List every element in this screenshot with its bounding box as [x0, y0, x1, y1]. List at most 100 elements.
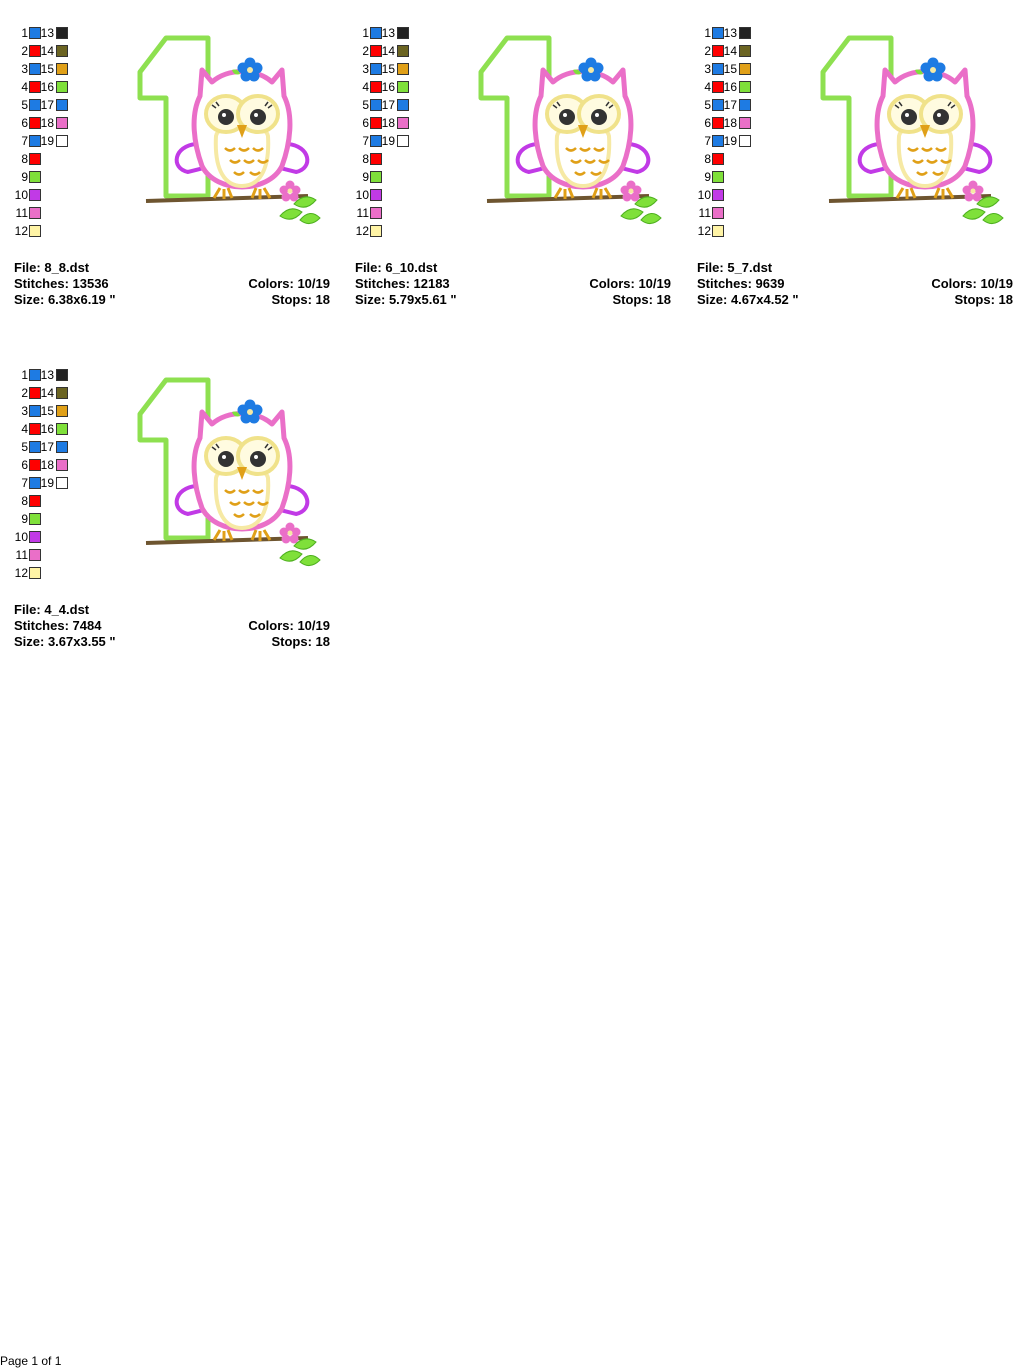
file-name: File: 5_7.dst: [697, 260, 773, 275]
color-number: 17: [40, 440, 54, 454]
file-name: File: 8_8.dst: [14, 260, 90, 275]
palette-row: 1 13: [355, 26, 435, 44]
palette-row: 10: [697, 188, 777, 206]
color-swatch: [56, 45, 68, 57]
palette-row: 2 14: [14, 44, 94, 62]
color-number: 14: [40, 386, 54, 400]
color-swatch: [370, 45, 382, 57]
color-swatch: [29, 171, 41, 183]
color-number: 3: [704, 62, 711, 76]
color-swatch: [29, 513, 41, 525]
color-swatch: [29, 27, 41, 39]
color-number: 13: [40, 26, 54, 40]
owl-number-one-design: [118, 26, 328, 238]
design-size: Size: 4.67x4.52 ": [697, 292, 799, 307]
palette-row: 9: [14, 512, 94, 530]
color-swatch: [712, 171, 724, 183]
color-number: 6: [21, 458, 28, 472]
color-swatch: [397, 27, 409, 39]
color-number: 2: [704, 44, 711, 58]
color-swatch: [712, 207, 724, 219]
palette-row: 9: [697, 170, 777, 188]
color-number: 17: [723, 98, 737, 112]
color-swatch: [29, 81, 41, 93]
color-swatch: [29, 207, 41, 219]
color-swatch: [712, 81, 724, 93]
design-size: Size: 3.67x3.55 ": [14, 634, 116, 649]
color-number: 12: [355, 224, 369, 238]
color-swatch: [29, 387, 41, 399]
color-number: 10: [697, 188, 711, 202]
color-number: 7: [21, 134, 28, 148]
color-number: 16: [40, 80, 54, 94]
color-swatch: [370, 225, 382, 237]
color-number: 11: [356, 206, 369, 220]
color-number: 16: [723, 80, 737, 94]
design-size: Size: 5.79x5.61 ": [355, 292, 457, 307]
color-swatch: [29, 405, 41, 417]
palette-row: 4 16: [14, 80, 94, 98]
color-swatch: [29, 153, 41, 165]
color-swatch: [29, 135, 41, 147]
color-number: 6: [704, 116, 711, 130]
color-swatch: [56, 99, 68, 111]
palette-row: 12: [14, 224, 94, 242]
color-swatch: [712, 135, 724, 147]
color-swatch: [712, 189, 724, 201]
color-swatch: [29, 117, 41, 129]
color-swatch: [56, 63, 68, 75]
palette-row: 11: [14, 206, 94, 224]
color-number: 2: [21, 44, 28, 58]
owl-number-one-design: [801, 26, 1011, 238]
color-number: 3: [21, 62, 28, 76]
color-number: 12: [14, 224, 28, 238]
color-swatch: [739, 117, 751, 129]
color-number: 13: [40, 368, 54, 382]
palette-row: 12: [697, 224, 777, 242]
palette-row: 10: [14, 530, 94, 548]
color-swatch: [739, 27, 751, 39]
color-number: 3: [362, 62, 369, 76]
file-name: File: 4_4.dst: [14, 602, 90, 617]
color-swatch: [712, 153, 724, 165]
color-number: 14: [381, 44, 395, 58]
color-swatch: [56, 387, 68, 399]
color-number: 17: [40, 98, 54, 112]
color-swatch: [29, 567, 41, 579]
palette-row: 9: [355, 170, 435, 188]
color-number: 8: [21, 152, 28, 166]
color-swatch: [29, 45, 41, 57]
color-swatch: [56, 369, 68, 381]
color-swatch: [397, 117, 409, 129]
palette-row: 8: [697, 152, 777, 170]
color-number: 5: [362, 98, 369, 112]
color-number: 4: [21, 80, 28, 94]
color-swatch: [56, 135, 68, 147]
color-number: 13: [381, 26, 395, 40]
stop-count: Stops: 18: [271, 634, 330, 649]
color-number: 2: [21, 386, 28, 400]
color-swatch: [370, 135, 382, 147]
color-number: 19: [381, 134, 395, 148]
color-number: 11: [15, 206, 28, 220]
palette-row: 10: [355, 188, 435, 206]
color-swatch: [29, 549, 41, 561]
color-number: 9: [21, 512, 28, 526]
color-swatch: [739, 135, 751, 147]
color-number: 14: [40, 44, 54, 58]
color-swatch: [56, 405, 68, 417]
color-number: 1: [362, 26, 369, 40]
color-swatch: [712, 45, 724, 57]
color-swatch: [739, 45, 751, 57]
